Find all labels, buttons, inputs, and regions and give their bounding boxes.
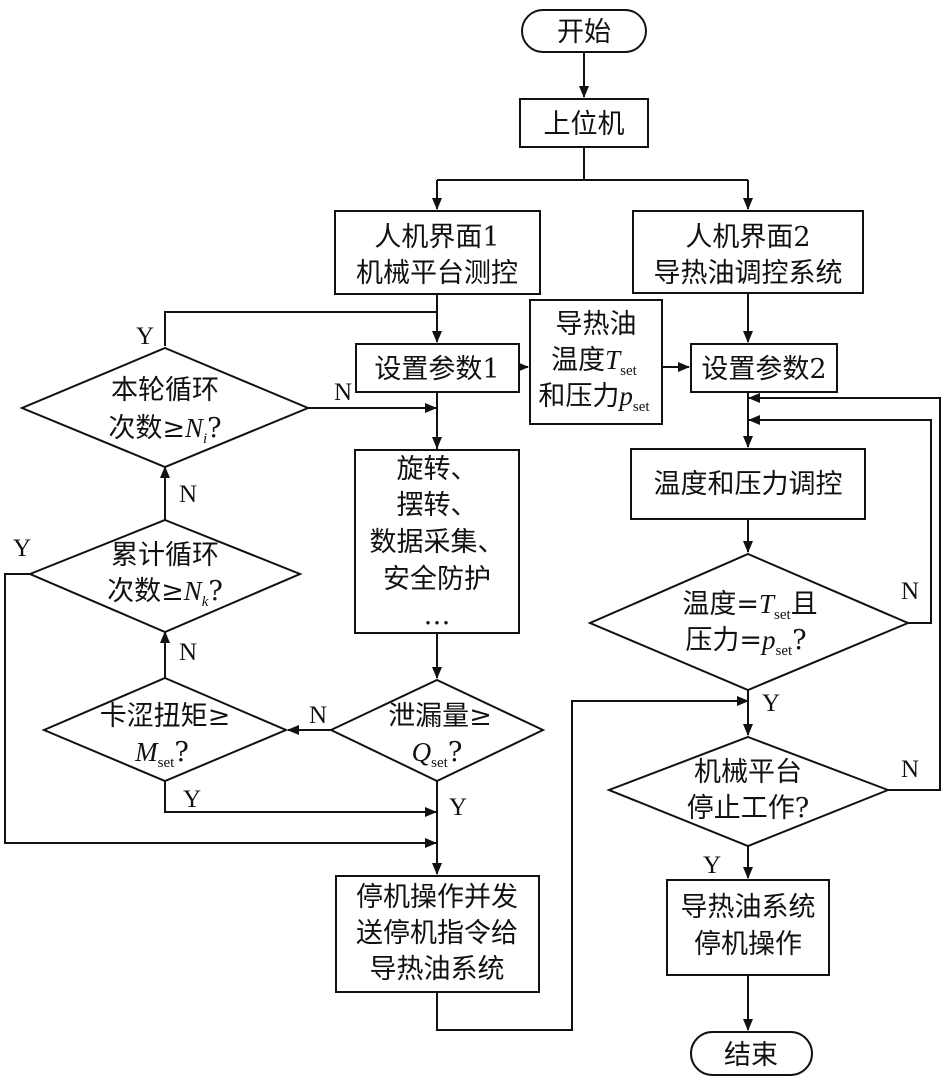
machine-stopped-line2: 停止工作? <box>687 793 809 824</box>
line-mstop-no <box>760 397 941 791</box>
hmi1-node: 人机界面1 机械平台测控 <box>334 210 541 295</box>
end-label: 结束 <box>724 1040 778 1071</box>
start-node: 开始 <box>521 9 647 53</box>
oil-params-node: 导热油 温度Tset 和压力pset <box>529 299 663 425</box>
label-cum-no: N <box>179 481 197 508</box>
line-stop-route <box>436 700 748 1031</box>
setpoint-reached-decision: 温度=Tset且 压力=pset? <box>587 552 911 692</box>
shutdown-line2: 送停机指令给 <box>356 918 518 949</box>
cumulative-count-line1: 累计循环 <box>111 540 219 571</box>
operations-node: 旋转、 摆转、 数据采集、 安全防护 … <box>354 449 520 634</box>
shutdown-node: 停机操作并发 送停机指令给 导热油系统 <box>335 875 540 993</box>
hmi2-node: 人机界面2 导热油调控系统 <box>632 210 864 294</box>
host-node: 上位机 <box>519 98 649 148</box>
operations-line5: … <box>424 600 451 631</box>
start-label: 开始 <box>557 17 611 48</box>
oil-params-line3: 和压力pset <box>538 381 650 415</box>
setpoint-reached-line2: 压力=pset? <box>685 625 806 659</box>
temp-pressure-control-label: 温度和压力调控 <box>654 469 843 500</box>
hmi1-line1: 人机界面1 <box>374 222 499 253</box>
loop-count-line1: 本轮循环 <box>111 375 219 406</box>
leak-line2: Qset? <box>412 737 463 771</box>
label-loop-yes: Y <box>136 323 154 350</box>
set-params1-label: 设置参数1 <box>374 354 499 385</box>
hmi2-line1: 人机界面2 <box>685 222 810 253</box>
label-leak-no: N <box>309 702 327 729</box>
set-params1-node: 设置参数1 <box>355 343 520 393</box>
oil-shutdown-line2: 停机操作 <box>694 929 802 960</box>
set-params2-label: 设置参数2 <box>701 354 826 385</box>
cumulative-count-decision: 累计循环 次数≥Nk? <box>27 518 303 634</box>
oil-params-line2: 温度Tset <box>551 345 638 379</box>
shutdown-line3: 导热油系统 <box>370 954 505 985</box>
set-params2-node: 设置参数2 <box>690 343 838 393</box>
label-leak-yes: Y <box>449 794 467 821</box>
machine-stopped-decision: 机械平台 停止工作? <box>606 735 891 848</box>
branch-labels: Y N Y N N Y N Y N Y N Y <box>13 323 919 879</box>
label-cond-yes: Y <box>762 690 780 717</box>
line-cond-no <box>760 419 932 624</box>
connectors <box>4 52 941 1031</box>
torque-decision: 卡涩扭矩≥ Mset? <box>41 676 289 783</box>
oil-shutdown-node: 导热油系统 停机操作 <box>666 879 830 976</box>
end-node: 结束 <box>690 1031 813 1076</box>
temp-pressure-control-node: 温度和压力调控 <box>630 448 866 520</box>
label-mstop-no: N <box>901 756 919 783</box>
label-cond-no: N <box>901 578 919 605</box>
label-mstop-yes: Y <box>703 852 721 879</box>
host-label: 上位机 <box>544 109 625 140</box>
operations-line4: 安全防护 <box>383 564 491 595</box>
cumulative-count-line2: 次数≥Nk? <box>107 576 223 610</box>
line-torque-yes <box>164 781 436 813</box>
leak-decision: 泄漏量≥ Qset? <box>328 678 546 783</box>
oil-params-line1: 导热油 <box>556 309 637 340</box>
line-cum-yes <box>4 573 436 844</box>
operations-line1: 旋转、 <box>397 454 478 485</box>
label-loop-no: N <box>334 379 352 406</box>
label-torque-no: N <box>179 639 197 666</box>
operations-line3: 数据采集、 <box>370 527 505 558</box>
loop-count-decision: 本轮循环 次数≥Ni? <box>19 346 311 469</box>
machine-stopped-line1: 机械平台 <box>694 757 802 788</box>
torque-line2: Mset? <box>134 737 189 771</box>
line-loop-yes <box>164 311 436 346</box>
oil-shutdown-line1: 导热油系统 <box>681 892 816 923</box>
loop-count-line2: 次数≥Ni? <box>108 413 221 447</box>
torque-line1: 卡涩扭矩≥ <box>100 701 231 732</box>
hmi1-line2: 机械平台测控 <box>356 258 518 289</box>
operations-line2: 摆转、 <box>397 490 478 521</box>
shutdown-line1: 停机操作并发 <box>356 882 518 913</box>
label-torque-yes: Y <box>183 786 201 813</box>
hmi2-line2: 导热油调控系统 <box>654 258 843 289</box>
label-cum-yes: Y <box>13 535 31 562</box>
leak-line1: 泄漏量≥ <box>388 701 492 732</box>
setpoint-reached-line1: 温度=Tset且 <box>682 589 817 623</box>
